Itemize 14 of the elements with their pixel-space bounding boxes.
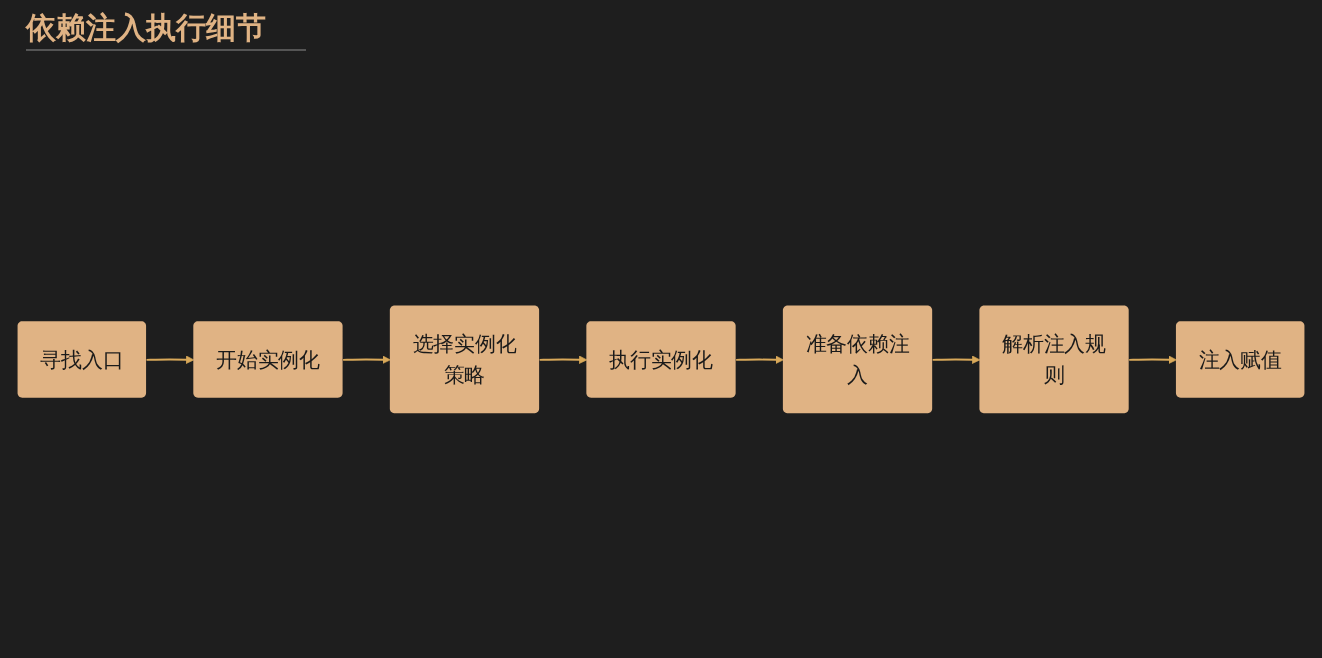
node-box: 注入赋值 xyxy=(1175,320,1305,398)
node-box: 准备依赖注入 xyxy=(782,305,933,413)
arrow xyxy=(538,355,588,364)
node-box: 选择实例化策略 xyxy=(389,305,540,413)
node-box: 解析注入规则 xyxy=(979,305,1129,413)
arrow xyxy=(735,355,784,364)
node-box: 开始实例化 xyxy=(193,320,343,398)
node-box: 寻找入口 xyxy=(17,320,147,398)
arrow xyxy=(1128,355,1177,364)
arrow xyxy=(145,355,195,364)
arrow xyxy=(931,355,981,364)
title: 依赖注入执行细节 xyxy=(26,8,306,51)
node-box: 执行实例化 xyxy=(586,320,736,398)
arrow xyxy=(342,355,391,364)
